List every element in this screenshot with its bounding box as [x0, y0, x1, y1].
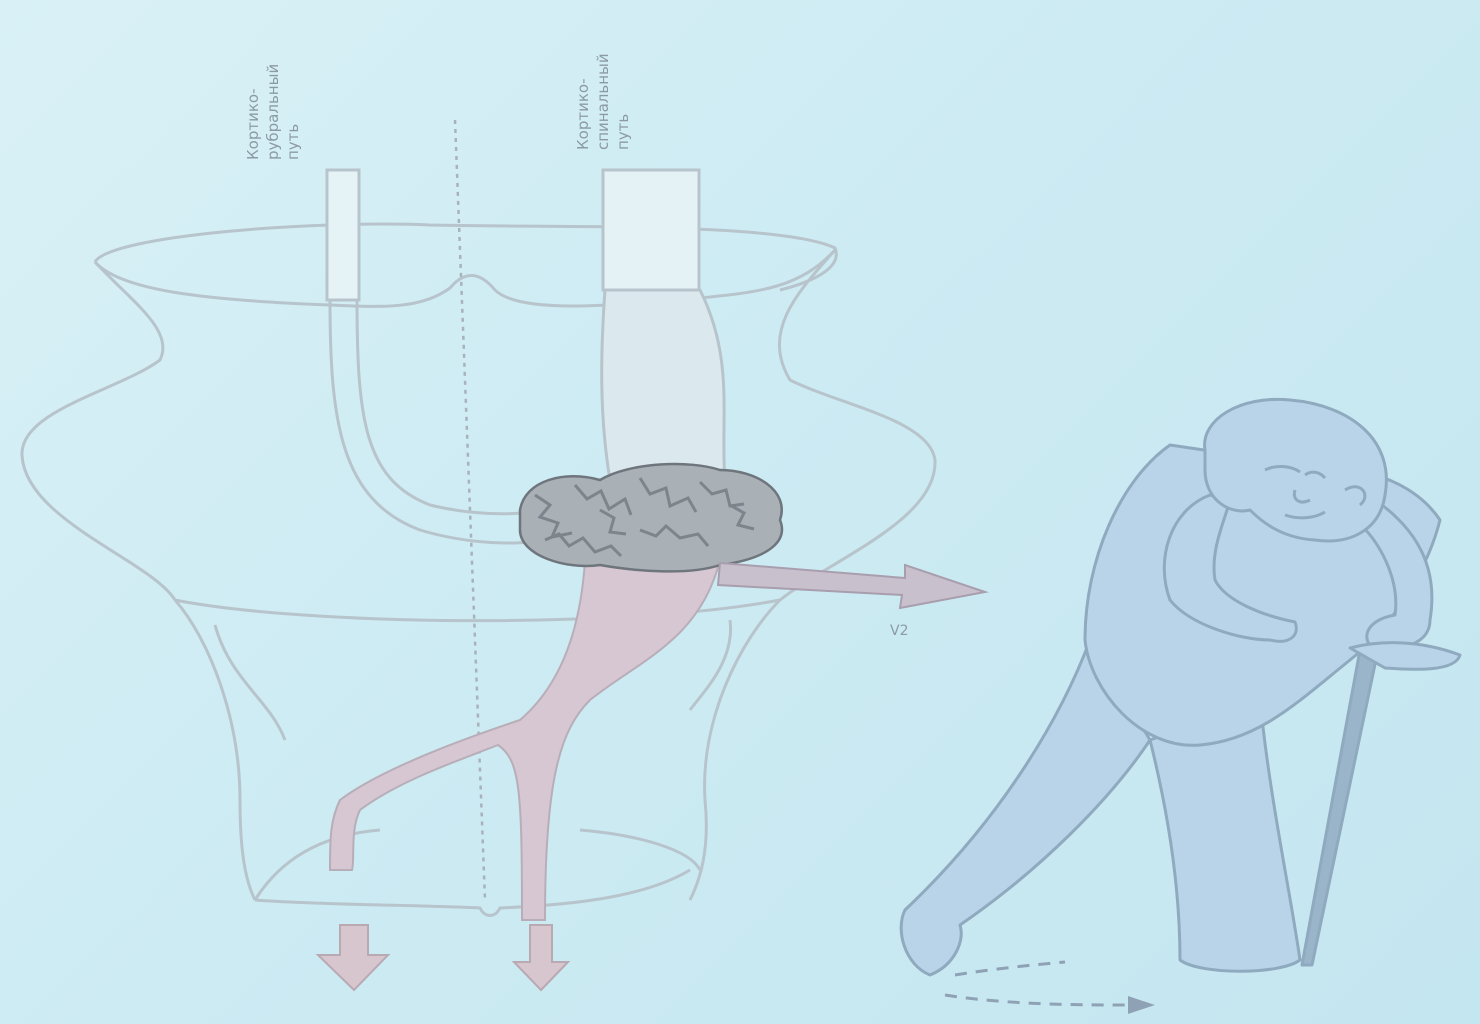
descending-arrow-left: [318, 925, 388, 990]
svg-text:спинальный: спинальный: [594, 53, 612, 150]
label-corticorubral: Кортико- рубральный путь: [244, 64, 302, 160]
foot-trajectory: [945, 962, 1135, 1005]
arrow-label: V2: [890, 623, 908, 639]
arrow-to-patient: [718, 563, 985, 608]
lesion-cluster: [520, 464, 782, 571]
label-corticospinal: Кортико- спинальный путь: [574, 53, 632, 150]
svg-text:Кортико-: Кортико-: [244, 89, 262, 160]
svg-text:путь: путь: [284, 124, 302, 160]
patient-figure: [901, 399, 1460, 975]
svg-text:путь: путь: [614, 114, 632, 150]
svg-text:рубральный: рубральный: [264, 64, 282, 160]
trajectory-arrowhead: [1128, 996, 1155, 1014]
descending-arrow-right: [514, 925, 568, 990]
svg-text:Кортико-: Кортико-: [574, 79, 592, 150]
